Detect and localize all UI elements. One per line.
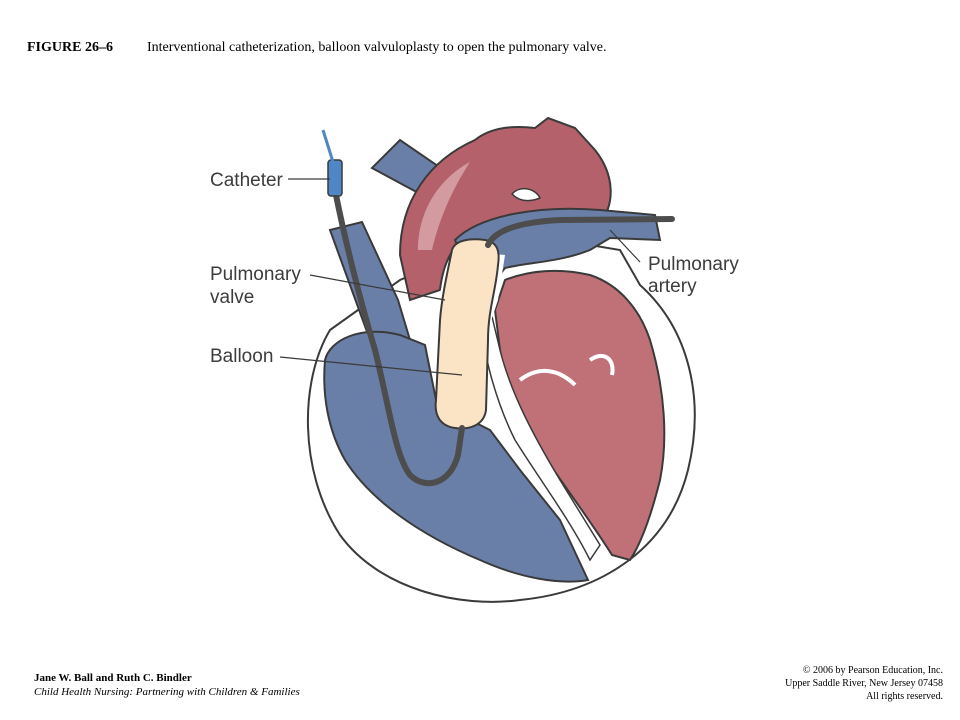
pulmonary-artery-label-line1: Pulmonary: [648, 254, 739, 275]
footer-book-title: Child Health Nursing: Partnering with Ch…: [34, 686, 300, 698]
pulmonary-valve-label-line2: valve: [210, 287, 254, 308]
footer-attribution: Jane W. Ball and Ruth C. Bindler Child H…: [34, 671, 300, 699]
pulmonary-valve-leader-line: [309, 274, 446, 301]
footer-authors: Jane W. Ball and Ruth C. Bindler: [34, 672, 192, 684]
catheter-tip[interactable]: [327, 159, 343, 197]
copyright-line-3: All rights reserved.: [866, 691, 943, 702]
balloon-label: Balloon: [210, 346, 273, 367]
balloon[interactable]: [434, 238, 500, 430]
figure-caption: FIGURE 26–6 Interventional catheterizatio…: [27, 40, 607, 56]
copyright-line-1: © 2006 by Pearson Education, Inc.: [802, 665, 943, 676]
figure-number: FIGURE 26–6: [27, 40, 113, 55]
papillary-muscle: [518, 354, 615, 387]
catheter-label: Catheter: [210, 170, 284, 191]
catheter[interactable]: [333, 192, 675, 487]
balloon-leader-line: [279, 356, 463, 376]
footer-copyright: © 2006 by Pearson Education, Inc. Upper …: [785, 664, 943, 703]
pulmonary-artery-leader-line: [609, 229, 641, 263]
aorta-highlight: [418, 162, 470, 250]
aorta-notch: [510, 187, 542, 202]
pulmonary-valve-label-line1: Pulmonary: [210, 264, 301, 285]
septum: [477, 298, 601, 562]
catheter-guidewire[interactable]: [321, 129, 335, 163]
figure-caption-text: Interventional catheterization, balloon …: [147, 40, 607, 55]
pulmonary-artery-label-line2: artery: [648, 276, 697, 297]
copyright-line-2: Upper Saddle River, New Jersey 07458: [785, 678, 943, 689]
